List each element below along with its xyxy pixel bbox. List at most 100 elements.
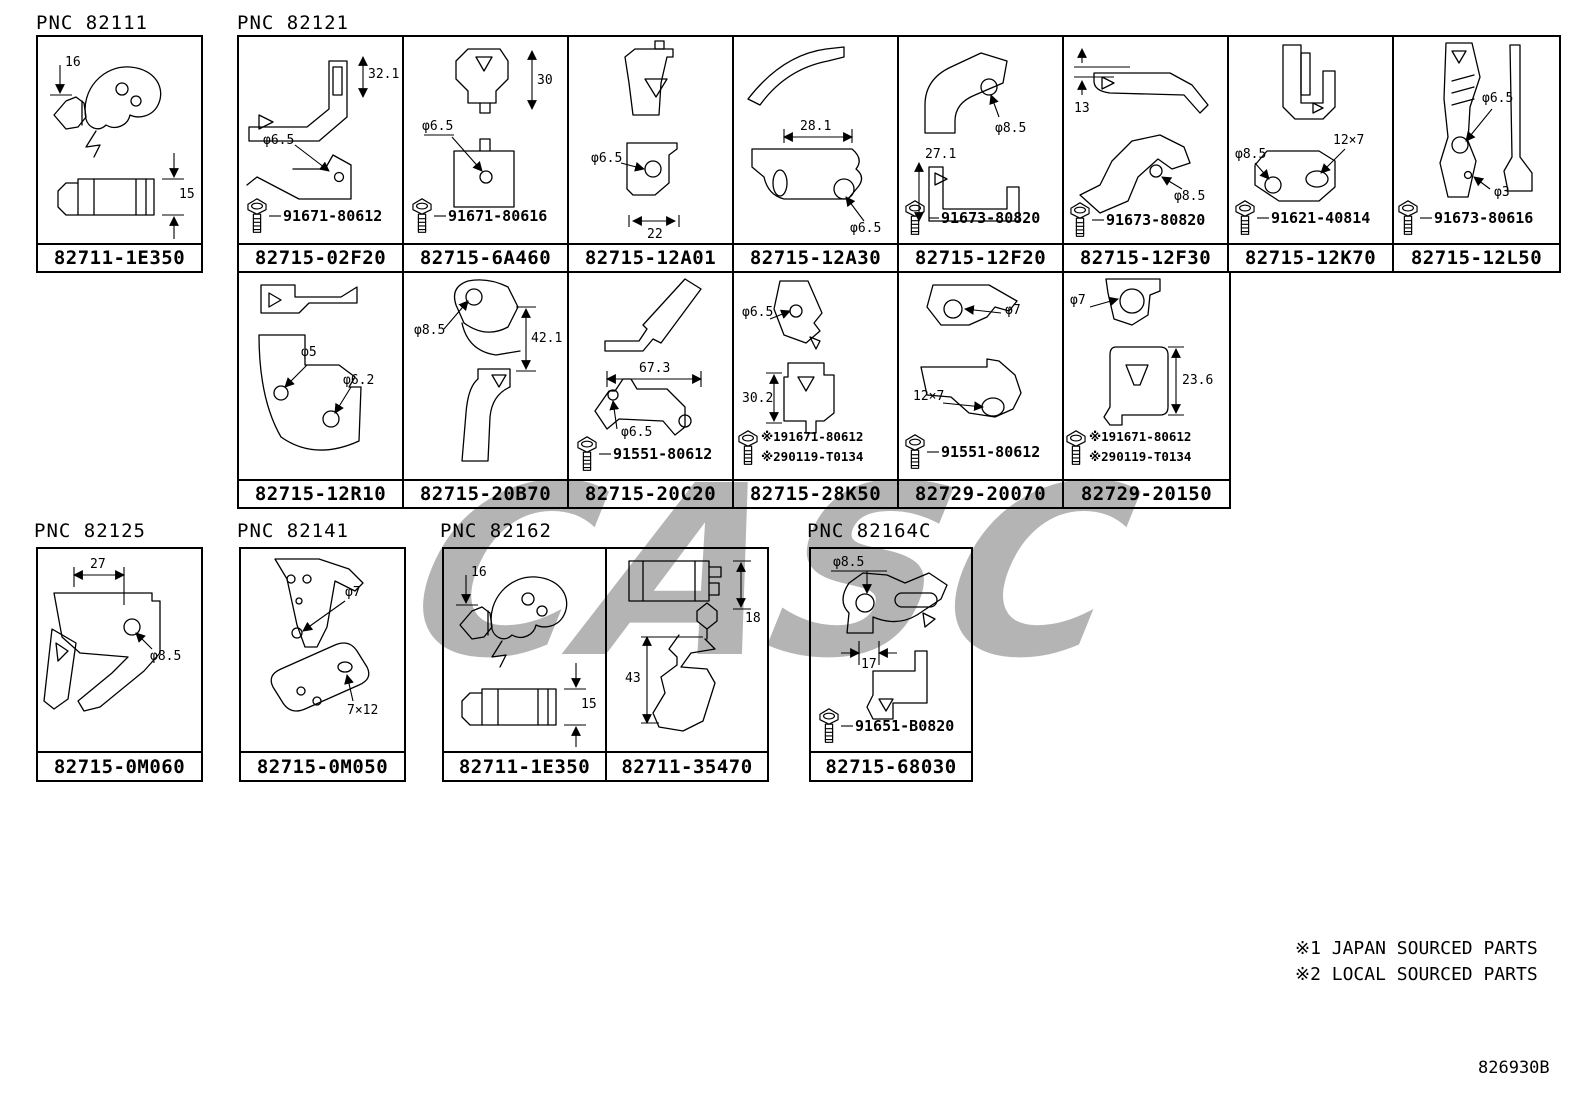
part-number: 82715-20C20: [569, 479, 732, 507]
pnc-label-82141: PNC 82141: [237, 520, 349, 542]
dimension-label: 17: [861, 657, 877, 672]
bolt-number: 91671-80612: [283, 207, 383, 225]
part-drawing-clamp: [628, 560, 751, 732]
part-art: 18 43: [607, 549, 767, 751]
pnc-82121-row2: φ5 φ6.2 82715-12R10: [237, 271, 1231, 509]
bolt-icon: [819, 708, 839, 743]
bolt-number: 91673-80820: [941, 209, 1041, 227]
part-number: 82715-12K70: [1229, 243, 1392, 271]
part-number: 82715-12A30: [734, 243, 897, 271]
bolt-number: 91621-40814: [1271, 209, 1371, 227]
bolt-number: ※191671-80612: [761, 429, 864, 444]
bolt-number: 91651-B0820: [855, 717, 955, 735]
part-art: 67.3 φ6.5 91551-80612: [569, 273, 732, 479]
dimension-label: 32.1: [368, 67, 400, 82]
part-cell-82711-1E350b: 16 15 82711-1E350: [444, 549, 607, 780]
bolt-icon: [905, 434, 925, 469]
pnc-82162-row: 16 15 82711-1E350: [442, 547, 769, 782]
part-drawing-bracket: [1070, 48, 1209, 237]
part-cell-82715-68030: φ8.5 17 91651-B0820 82715-68030: [809, 547, 973, 782]
part-number: 82711-35470: [607, 751, 767, 780]
part-cell-82715-12F20: 27.1 φ8.5 91673-80820 82715-12F20: [899, 37, 1064, 271]
dimension-label: 22: [647, 227, 663, 242]
part-art: φ6.5 φ3 91673-80616: [1394, 37, 1559, 243]
part-number: 82715-0M050: [241, 751, 404, 780]
part-art: 27 φ8.5: [38, 549, 201, 751]
dimension-label: φ6.5: [263, 133, 295, 148]
dimension-label: 15: [581, 697, 597, 712]
dimension-label: φ8.5: [1174, 189, 1206, 204]
bolt-number: ※290119-T0134: [1089, 449, 1192, 464]
part-art: φ5 φ6.2: [239, 273, 402, 479]
part-drawing-bracket: [258, 284, 362, 451]
pnc-82121-row1: 32.1 φ6.5 91671-80612 82715-02F20: [237, 35, 1561, 273]
bolt-icon: [1070, 202, 1090, 237]
part-drawing-bracket: [1066, 278, 1184, 465]
pnc-label-82111: PNC 82111: [36, 12, 148, 34]
part-number: 82715-6A460: [404, 243, 567, 271]
part-cell-82715-28K50: φ6.5 30.2 ※191671-80612 ※290119-T0134 82…: [734, 273, 899, 507]
footnote-local-sourced: ※2 LOCAL SOURCED PARTS: [1295, 964, 1538, 985]
bolt-number: 91671-80616: [448, 207, 548, 225]
part-cell-82715-0M050: φ7 7×12 82715-0M050: [239, 547, 406, 782]
dimension-label: 30: [537, 73, 553, 88]
dimension-label: φ6.5: [591, 151, 623, 166]
document-number: 826930B: [1478, 1058, 1550, 1078]
part-art: 32.1 φ6.5 91671-80612: [239, 37, 402, 243]
dimension-label: φ7: [1070, 293, 1086, 308]
dimension-label: φ6.5: [850, 221, 882, 236]
part-number: 82715-12L50: [1394, 243, 1559, 271]
dimension-label: φ7: [345, 585, 361, 600]
bolt-icon: [738, 430, 758, 465]
part-drawing-bracket: [443, 279, 536, 462]
dimension-label: φ7: [1005, 303, 1021, 318]
dimension-label: φ8.5: [150, 649, 182, 664]
bolt-icon: [577, 436, 597, 471]
part-drawing-rod-bracket: [577, 278, 702, 471]
part-art: φ6.5 30.2 ※191671-80612 ※290119-T0134: [734, 273, 897, 479]
dimension-label: 12×7: [1333, 133, 1365, 148]
pnc-label-82164c: PNC 82164C: [807, 520, 932, 542]
dimension-label: 23.6: [1182, 373, 1214, 388]
part-drawing-bracket: [905, 284, 1022, 469]
part-art: φ7 12×7 91551-80612: [899, 273, 1062, 479]
part-drawing-clip: [412, 48, 537, 233]
part-number: 82715-12F30: [1064, 243, 1227, 271]
part-number: 82715-28K50: [734, 479, 897, 507]
part-cell-82729-20070: φ7 12×7 91551-80612 82729-20070: [899, 273, 1064, 507]
dimension-label: 16: [65, 55, 81, 70]
part-number: 82711-1E350: [38, 243, 201, 271]
bolt-number: ※191671-80612: [1089, 429, 1192, 444]
dimension-label: φ6.5: [1482, 91, 1514, 106]
dimension-label: φ8.5: [1235, 147, 1267, 162]
dimension-label: φ3: [1494, 185, 1510, 200]
bolt-number: 91673-80820: [1106, 211, 1206, 229]
part-art: φ8.5 17 91651-B0820: [811, 549, 971, 751]
bolt-icon: [1066, 430, 1086, 465]
dimension-label: φ8.5: [833, 555, 865, 570]
part-number: 82715-12F20: [899, 243, 1062, 271]
part-cell-82715-12F30: 13 φ8.5 91673-80820 82715-12F30: [1064, 37, 1229, 271]
part-cell-82715-12L50: φ6.5 φ3 91673-80616 82715-12L50: [1394, 37, 1559, 271]
part-drawing-bracket: [819, 570, 948, 743]
part-art: 30 φ6.5 91671-80616: [404, 37, 567, 243]
dimension-label: 28.1: [800, 119, 832, 134]
part-cell-82715-12K70: φ8.5 12×7 91621-40814 82715-12K70: [1229, 37, 1394, 271]
bolt-number: 91551-80612: [941, 443, 1041, 461]
part-cell-82715-6A460: 30 φ6.5 91671-80616 82715-6A460: [404, 37, 569, 271]
part-art: φ6.5 22: [569, 37, 732, 243]
dimension-label: 18: [745, 611, 761, 626]
part-cell-82715-20B70: φ8.5 42.1 82715-20B70: [404, 273, 569, 507]
dimension-label: 16: [471, 565, 487, 580]
part-cell-82729-20150: φ7 23.6 ※191671-80612 ※290119-T0134 8272…: [1064, 273, 1229, 507]
dimension-label: 13: [1074, 101, 1090, 116]
part-drawing-bracket: [738, 280, 835, 465]
part-art: φ7 7×12: [241, 549, 404, 751]
part-drawing-bracket: [1235, 44, 1346, 235]
dimension-label: φ8.5: [995, 121, 1027, 136]
dimension-label: 27.1: [925, 147, 957, 162]
part-cell-82715-0M060: 27 φ8.5 82715-0M060: [36, 547, 203, 782]
pnc-label-82121: PNC 82121: [237, 12, 349, 34]
dimension-label: 30.2: [742, 391, 774, 406]
